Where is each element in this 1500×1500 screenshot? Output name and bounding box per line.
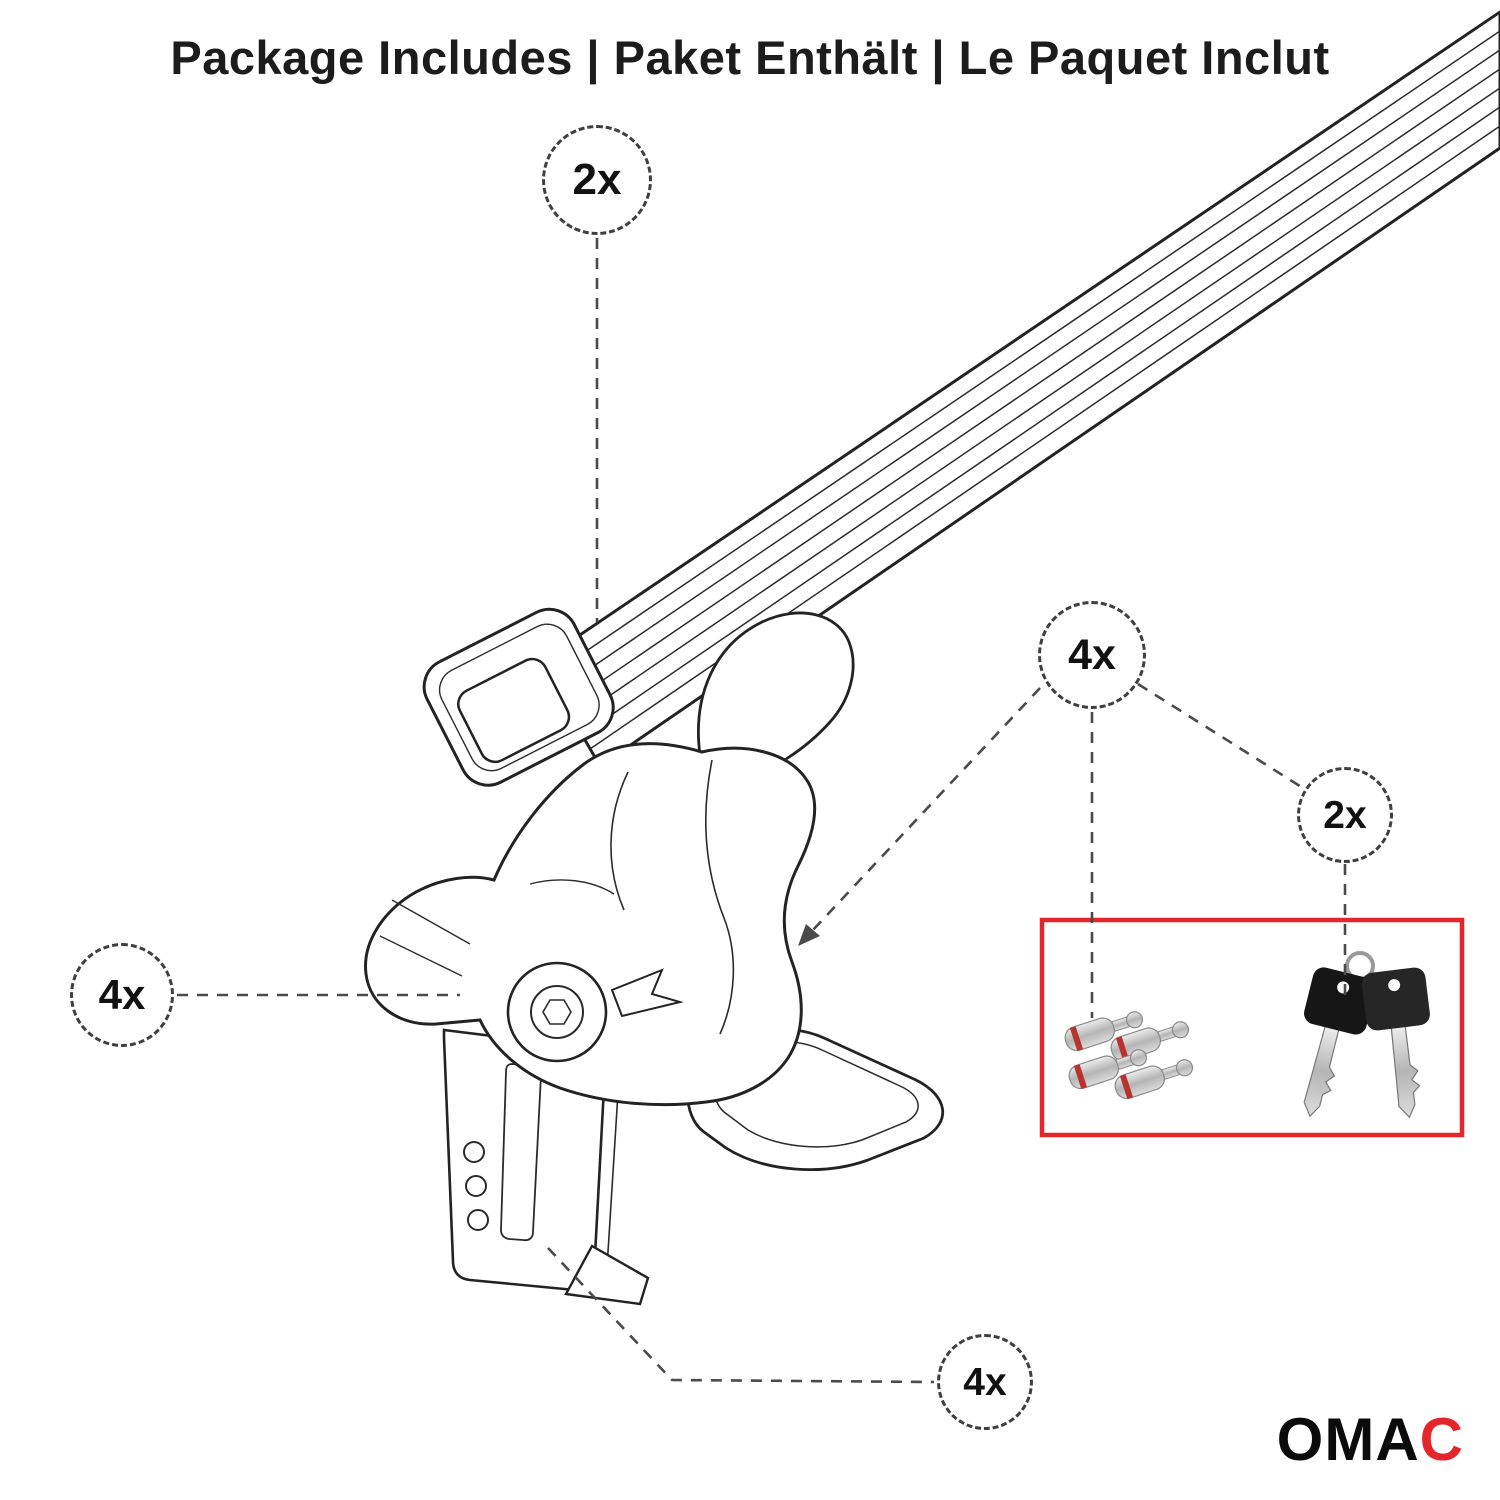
lock-bolts-quantity-label: 4x <box>1068 630 1116 679</box>
leader-clamp <box>547 1247 935 1384</box>
leader-lines <box>177 238 1347 1384</box>
callout-keys-quantity: 2x <box>1297 767 1393 863</box>
brand-logo-red-part: C <box>1419 1406 1464 1473</box>
crossbar-quantity-label: 2x <box>572 155 622 204</box>
callout-crossbar-quantity: 2x <box>542 125 652 235</box>
callout-foot-quantity: 4x <box>70 943 174 1047</box>
crossbar-drawing <box>538 10 1500 769</box>
page-title: Package Includes | Paket Enthält | Le Pa… <box>170 31 1330 84</box>
callout-clamp-quantity: 4x <box>937 1334 1033 1430</box>
brand-logo: OMAC <box>1277 1405 1464 1474</box>
clamp-plate-drawing <box>442 1028 650 1306</box>
clamp-quantity-label: 4x <box>963 1360 1007 1404</box>
legend-box <box>1039 917 1465 1138</box>
brand-logo-black-part: OMA <box>1276 1406 1420 1473</box>
keys-photo <box>1303 951 1430 1119</box>
leader-bolts-to-foot <box>812 687 1041 931</box>
leader-arrowhead <box>798 924 820 946</box>
endcap-drawing <box>422 607 615 787</box>
keys-quantity-label: 2x <box>1323 793 1367 837</box>
leader-bolts-to-keys <box>1137 682 1304 790</box>
mounting-foot-drawing <box>364 611 944 1171</box>
lock-cylinders-photo <box>1064 1011 1194 1100</box>
foot-quantity-label: 4x <box>98 971 146 1018</box>
callout-lock-bolts-quantity: 4x <box>1038 601 1146 709</box>
